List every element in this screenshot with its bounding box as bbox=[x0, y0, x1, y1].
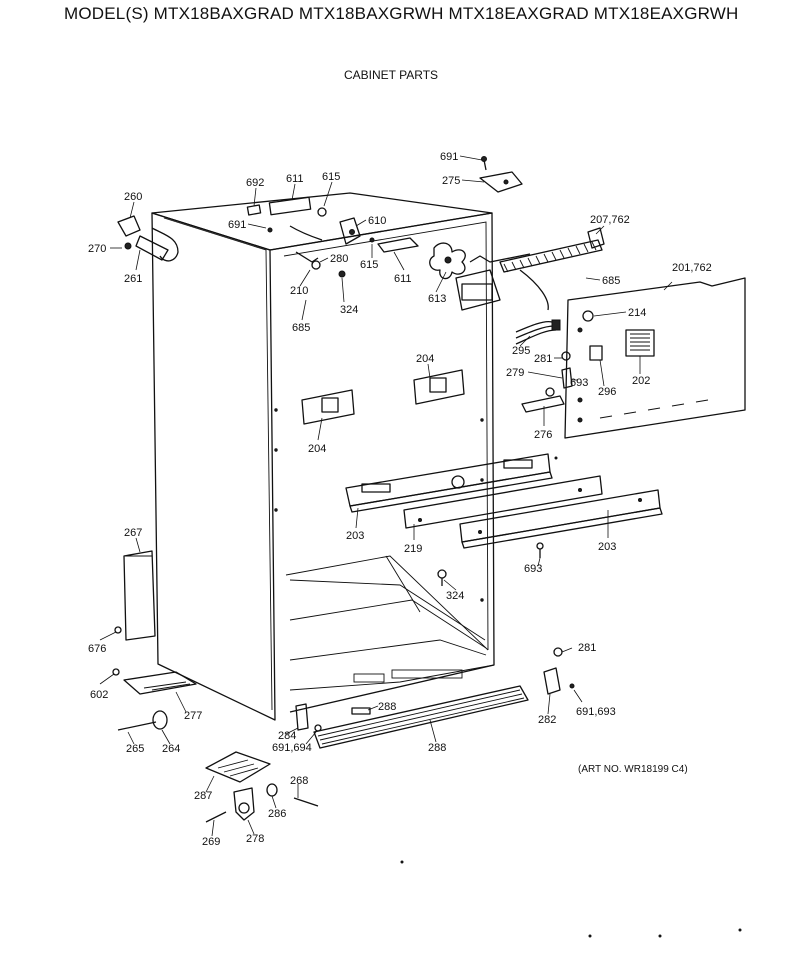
roller-assembly bbox=[205, 783, 319, 823]
callout-691-693: 691,693 bbox=[576, 706, 616, 718]
control-panel bbox=[564, 277, 746, 439]
top-brackets bbox=[246, 196, 419, 278]
callout-295: 295 bbox=[512, 345, 530, 357]
callout-287: 287 bbox=[194, 790, 212, 802]
callout-276: 276 bbox=[534, 429, 552, 441]
callout-613: 613 bbox=[428, 293, 446, 305]
callout-288-upper: 288 bbox=[378, 701, 396, 713]
left-hinge bbox=[117, 215, 169, 261]
callout-693-board: 693 bbox=[570, 377, 588, 389]
callout-279: 279 bbox=[506, 367, 524, 379]
callout-203-upper: 203 bbox=[346, 530, 364, 542]
callout-270: 270 bbox=[88, 243, 106, 255]
callout-282: 282 bbox=[538, 714, 556, 726]
wire-harness bbox=[515, 319, 583, 413]
callout-214: 214 bbox=[628, 307, 646, 319]
callout-296: 296 bbox=[598, 386, 616, 398]
mullion-upper bbox=[345, 453, 553, 513]
callout-685-left: 685 bbox=[292, 322, 310, 334]
callout-691-694: 691,694 bbox=[272, 742, 312, 754]
scan-specks bbox=[400, 456, 742, 938]
callout-280: 280 bbox=[330, 253, 348, 265]
small-fasteners bbox=[112, 542, 544, 676]
mullion-bracket-left bbox=[301, 389, 355, 425]
callout-691-top: 691 bbox=[440, 151, 458, 163]
callout-602: 602 bbox=[90, 689, 108, 701]
callout-611-top: 611 bbox=[286, 173, 304, 185]
callout-260: 260 bbox=[124, 191, 142, 203]
callout-261: 261 bbox=[124, 273, 142, 285]
callout-264: 264 bbox=[162, 743, 180, 755]
callout-693-lower: 693 bbox=[524, 563, 542, 575]
callout-219: 219 bbox=[404, 543, 422, 555]
callout-267: 267 bbox=[124, 527, 142, 539]
fan-assembly bbox=[429, 242, 531, 311]
kick-grille bbox=[313, 685, 529, 749]
leveling-plate bbox=[205, 751, 271, 783]
callout-691-mid: 691 bbox=[228, 219, 246, 231]
callout-labels: 691 275 692 611 615 260 691 610 207,762 … bbox=[88, 151, 712, 848]
roller-axle bbox=[117, 710, 168, 731]
callout-277: 277 bbox=[184, 710, 202, 722]
mullion-middle bbox=[403, 475, 603, 529]
evaporator-coil bbox=[499, 227, 605, 311]
roller-bracket bbox=[123, 671, 197, 695]
callout-268: 268 bbox=[290, 775, 308, 787]
callout-265: 265 bbox=[126, 743, 144, 755]
top-hinge bbox=[479, 156, 523, 193]
callout-202: 202 bbox=[632, 375, 650, 387]
callout-203-lower: 203 bbox=[598, 541, 616, 553]
callout-210: 210 bbox=[290, 285, 308, 297]
section-title: CABINET PARTS bbox=[344, 68, 439, 82]
callout-204-left: 204 bbox=[308, 443, 326, 455]
page-title: MODEL(S) MTX18BAXGRAD MTX18BAXGRWH MTX18… bbox=[64, 4, 739, 23]
callout-201-762: 201,762 bbox=[672, 262, 712, 274]
leader-lines bbox=[99, 155, 673, 837]
callout-281-board: 281 bbox=[534, 353, 552, 365]
callout-278: 278 bbox=[246, 833, 264, 845]
callout-286: 286 bbox=[268, 808, 286, 820]
mullion-lower bbox=[459, 489, 663, 549]
callout-692: 692 bbox=[246, 177, 264, 189]
callout-615-top: 615 bbox=[322, 171, 340, 183]
callout-269: 269 bbox=[202, 836, 220, 848]
callout-281-lower: 281 bbox=[578, 642, 596, 654]
callout-610: 610 bbox=[368, 215, 386, 227]
callout-324-top: 324 bbox=[340, 304, 358, 316]
callout-685-right: 685 bbox=[602, 275, 620, 287]
callout-284: 284 bbox=[278, 730, 296, 742]
callout-288-lower: 288 bbox=[428, 742, 446, 754]
right-hinge-bracket bbox=[543, 647, 575, 695]
callout-275: 275 bbox=[442, 175, 460, 187]
callout-615-mid: 615 bbox=[360, 259, 378, 271]
callout-207-762: 207,762 bbox=[590, 214, 630, 226]
callout-676: 676 bbox=[88, 643, 106, 655]
art-number: (ART NO. WR18199 C4) bbox=[578, 764, 688, 775]
side-panel bbox=[123, 550, 156, 641]
callout-611-mid: 611 bbox=[394, 273, 412, 285]
callout-204-right: 204 bbox=[416, 353, 434, 365]
mullion-bracket-right bbox=[413, 369, 465, 405]
callout-324-lower: 324 bbox=[446, 590, 464, 602]
cabinet-body bbox=[151, 192, 495, 721]
